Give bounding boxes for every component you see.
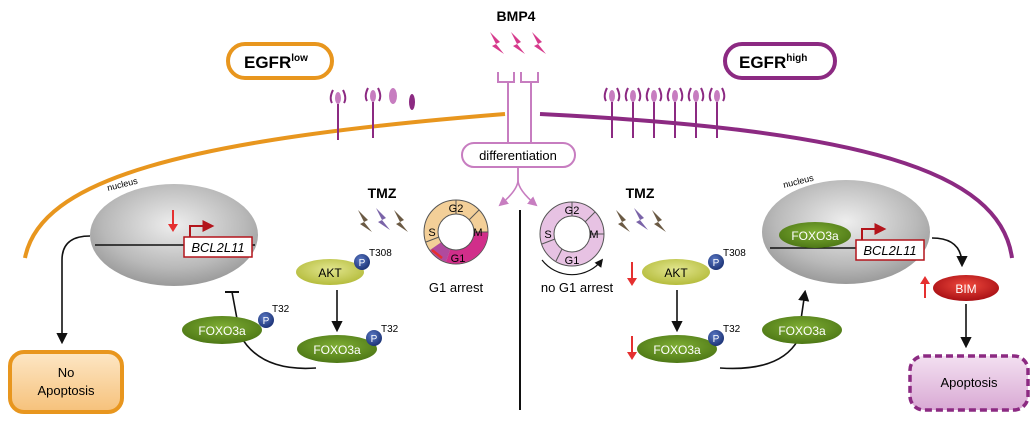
right-akt-phospho-label: P xyxy=(713,258,720,269)
left-tmz-label: TMZ xyxy=(368,185,397,201)
left-foxo-nuc-label: FOXO3a xyxy=(198,324,246,338)
left-gene-box xyxy=(183,236,253,258)
left-akt-phospho-icon xyxy=(354,254,370,270)
differentiation-box xyxy=(461,142,576,168)
left-arrest-label: G1 arrest xyxy=(429,280,484,295)
right-nuc-to-bim-arrow xyxy=(931,237,968,268)
differentiation-branch-arrows xyxy=(498,168,538,207)
left-panel: EGFRlow nucleus BCL2L11 No Ap xyxy=(8,42,506,414)
egfr-high-badge xyxy=(723,42,837,80)
left-foxo-cyto-site: T32 xyxy=(381,324,399,335)
left-cycle-g1: G1 xyxy=(451,253,466,265)
left-akt-phospho-label: P xyxy=(359,258,366,269)
differentiation-label: differentiation xyxy=(479,148,557,163)
egfr-receptor-icon xyxy=(603,87,726,138)
right-akt-label: AKT xyxy=(664,266,688,280)
no-apoptosis-line1: No xyxy=(58,365,75,380)
right-cycle-g2: G2 xyxy=(565,205,580,217)
left-down-arrow-icon xyxy=(168,210,178,232)
left-cell-membrane xyxy=(23,112,506,259)
right-foxo-site: T32 xyxy=(723,324,741,335)
right-foxo-down-arrow-icon xyxy=(627,336,637,360)
right-foxo-free-label: FOXO3a xyxy=(778,324,826,338)
right-foxo-nuc-label: FOXO3a xyxy=(791,229,839,243)
right-cycle-m: M xyxy=(589,229,598,241)
left-foxo-cyto-phospho-label: P xyxy=(371,334,378,345)
right-akt-phospho-icon xyxy=(708,254,724,270)
right-transcription-arrow xyxy=(861,223,887,240)
right-cycle-s: S xyxy=(544,229,551,241)
left-foxo-nuc-phospho-icon xyxy=(258,312,274,328)
right-gene-label: BCL2L11 xyxy=(863,243,916,258)
apoptosis-box xyxy=(908,354,1030,412)
left-akt xyxy=(296,259,364,285)
right-foxo-phospho-icon xyxy=(708,330,724,346)
egfr-receptor-icon xyxy=(329,87,415,140)
right-tmz-label: TMZ xyxy=(626,185,655,201)
right-bim xyxy=(933,275,999,301)
left-tmz-icon xyxy=(358,208,408,232)
right-arrest-label: no G1 arrest xyxy=(541,280,614,295)
right-gene-box xyxy=(855,239,925,261)
no-apoptosis-box xyxy=(8,350,124,414)
right-panel: EGFRhigh nucleus FOXO3a BCL2L11 BIM xyxy=(539,42,1030,412)
left-foxo-nuc xyxy=(182,316,262,344)
right-akt-site: T308 xyxy=(723,248,746,259)
egfr-low-label: EGFRlow xyxy=(244,53,308,72)
right-tmz-icon xyxy=(616,208,666,232)
right-akt-down-arrow-icon xyxy=(627,262,637,286)
left-cycle-m: M xyxy=(473,227,482,239)
left-foxo-nuc-phospho-label: P xyxy=(263,316,270,327)
right-cycle-g1: G1 xyxy=(565,255,580,267)
bmp4-ligand-icon xyxy=(490,32,546,54)
left-nucleus xyxy=(90,184,258,286)
left-transcription-arrow xyxy=(189,220,215,237)
left-akt-label: AKT xyxy=(318,266,342,280)
left-to-outcome-arrow xyxy=(56,235,91,345)
right-foxo-phospho-label: P xyxy=(713,334,720,345)
right-foxo-cyto-label: FOXO3a xyxy=(653,343,701,357)
left-cycle-g2: G2 xyxy=(449,203,464,215)
left-foxo-nuc-site: T32 xyxy=(272,304,290,315)
no-apoptosis-line2: Apoptosis xyxy=(37,383,95,398)
left-akt-site: T308 xyxy=(369,248,392,259)
right-foxo-nuc xyxy=(779,222,851,248)
left-foxo-cyto-label: FOXO3a xyxy=(313,343,361,357)
egfr-high-label: EGFRhigh xyxy=(739,53,807,72)
left-gene-label: BCL2L11 xyxy=(191,240,244,255)
right-cell-cycle xyxy=(539,201,605,276)
right-akt xyxy=(642,259,710,285)
left-foxo-cyto-phospho-icon xyxy=(366,330,382,346)
right-bim-up-arrow-icon xyxy=(920,276,930,298)
egfr-low-badge xyxy=(226,42,334,80)
right-bim-label: BIM xyxy=(955,282,976,296)
bmp-receptor-icon xyxy=(497,72,539,150)
right-foxo-free xyxy=(762,316,842,344)
apoptosis-label: Apoptosis xyxy=(940,375,998,390)
right-cell-membrane xyxy=(539,112,1014,259)
right-foxo-cyto xyxy=(637,335,717,363)
left-cycle-s: S xyxy=(428,227,435,239)
left-foxo-cyto xyxy=(297,335,377,363)
bmp4-label: BMP4 xyxy=(497,8,536,24)
left-cell-cycle xyxy=(423,199,489,265)
